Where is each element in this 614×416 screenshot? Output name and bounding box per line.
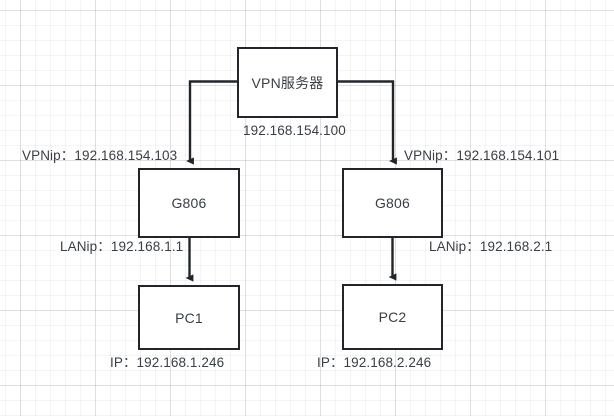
node-vpn-server[interactable]: VPN服务器 (237, 47, 338, 118)
node-vpn-server-label: VPN服务器 (251, 74, 324, 91)
node-g806-left-label: G806 (171, 195, 207, 211)
annotation-left-lan-ip: LANip：192.168.1.1 (60, 239, 184, 254)
connector-vpn-to-g806-left (186, 80, 237, 165)
node-g806-right-label: G806 (374, 195, 411, 211)
node-pc2-label: PC2 (378, 309, 407, 325)
node-pc1-label: PC1 (175, 309, 203, 326)
annotation-pc1-ip: IP：192.168.1.246 (110, 355, 225, 370)
connector-vpn-to-g806-right (338, 80, 397, 165)
node-pc1[interactable]: PC1 (138, 285, 240, 350)
annotation-right-vpn-ip: VPNip：192.168.154.101 (404, 148, 560, 163)
annotation-vpn-server-ip: 192.168.154.100 (243, 123, 346, 138)
annotation-pc2-ip: IP：192.168.2.246 (317, 355, 432, 370)
node-g806-right[interactable]: G806 (342, 168, 443, 238)
node-pc2[interactable]: PC2 (342, 284, 443, 350)
annotation-left-vpn-ip: VPNip：192.168.154.103 (22, 148, 178, 163)
annotation-right-lan-ip: LANip：192.168.2.1 (429, 239, 553, 254)
node-g806-left[interactable]: G806 (138, 168, 240, 238)
